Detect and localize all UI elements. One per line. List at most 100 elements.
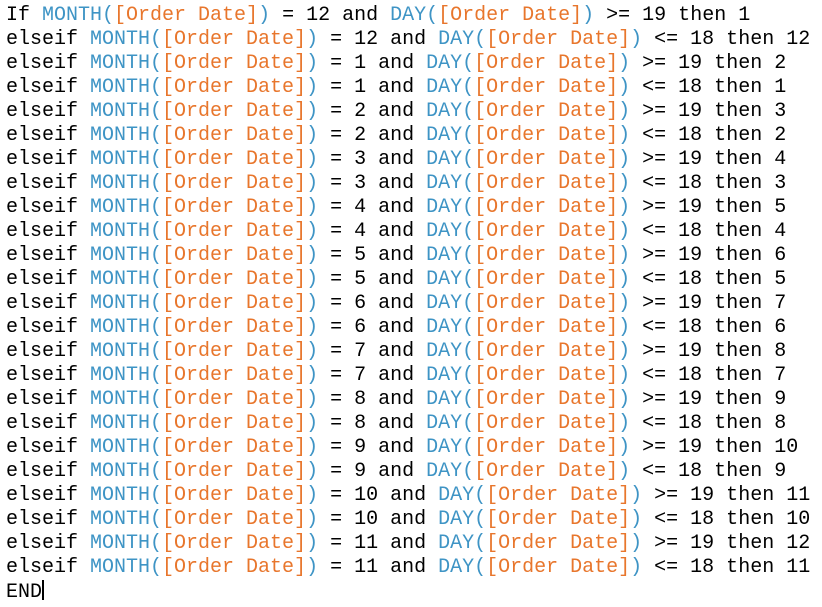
token-text: elseif [6,484,91,507]
code-line: elseif MONTH([Order Date]) = 11 and DAY(… [6,532,822,556]
token-function: ) [306,508,319,531]
token-text: = 12 and [318,28,439,51]
token-function: DAY( [426,268,475,291]
token-text: = 4 and [318,220,427,243]
token-field: [Order Date] [474,76,619,99]
token-function: ) [306,100,319,123]
token-field: [Order Date] [162,340,307,363]
token-text: <= 18 then 11 [642,556,811,579]
token-function: ) [306,436,319,459]
token-text: elseif [6,244,91,267]
token-field: [Order Date] [474,292,619,315]
token-function: DAY( [426,196,475,219]
token-function: DAY( [426,100,475,123]
code-line: elseif MONTH([Order Date]) = 1 and DAY([… [6,52,822,76]
token-function: ) [630,556,643,579]
token-function: DAY( [426,220,475,243]
token-text: = 5 and [318,244,427,267]
token-function: ) [618,220,631,243]
token-text: <= 18 then 9 [630,460,787,483]
token-function: ) [306,532,319,555]
token-field: [Order Date] [162,508,307,531]
token-field: [Order Date] [162,364,307,387]
token-field: [Order Date] [474,340,619,363]
token-function: MONTH( [90,52,163,75]
token-function: DAY( [426,244,475,267]
token-function: DAY( [426,460,475,483]
token-field: [Order Date] [162,220,307,243]
token-function: ) [258,4,271,27]
token-text: = 5 and [318,268,427,291]
code-line: END [6,580,822,604]
token-function: ) [618,412,631,435]
token-field: [Order Date] [162,76,307,99]
token-function: MONTH( [90,124,163,147]
token-field: [Order Date] [162,556,307,579]
token-field: [Order Date] [162,124,307,147]
token-function: DAY( [438,484,487,507]
token-function: ) [618,364,631,387]
token-function: MONTH( [90,556,163,579]
token-function: ) [618,100,631,123]
token-function: ) [582,4,595,27]
token-function: MONTH( [90,28,163,51]
token-function: DAY( [426,364,475,387]
token-function: ) [618,76,631,99]
token-text: elseif [6,268,91,291]
token-text: >= 19 then 10 [630,436,799,459]
token-text: = 3 and [318,172,427,195]
token-field: [Order Date] [474,100,619,123]
token-text: = 1 and [318,76,427,99]
token-function: MONTH( [90,196,163,219]
token-text: = 3 and [318,148,427,171]
code-line: elseif MONTH([Order Date]) = 7 and DAY([… [6,340,822,364]
token-function: MONTH( [90,532,163,555]
code-line: elseif MONTH([Order Date]) = 11 and DAY(… [6,556,822,580]
token-function: ) [306,388,319,411]
token-function: ) [306,484,319,507]
token-text: elseif [6,76,91,99]
token-text: = 11 and [318,556,439,579]
token-field: [Order Date] [438,4,583,27]
code-line: elseif MONTH([Order Date]) = 8 and DAY([… [6,388,822,412]
token-field: [Order Date] [486,556,631,579]
token-function: DAY( [426,76,475,99]
token-text: = 7 and [318,340,427,363]
token-text: = 10 and [318,508,439,531]
token-field: [Order Date] [162,532,307,555]
token-function: DAY( [390,4,439,27]
token-function: ) [306,220,319,243]
token-function: ) [306,196,319,219]
token-text: elseif [6,172,91,195]
token-function: ) [618,436,631,459]
token-text: <= 18 then 5 [630,268,787,291]
token-function: ) [306,148,319,171]
token-text: = 2 and [318,100,427,123]
code-line: elseif MONTH([Order Date]) = 5 and DAY([… [6,244,822,268]
token-text: elseif [6,364,91,387]
token-text: <= 18 then 10 [642,508,811,531]
token-function: ) [306,52,319,75]
token-text: >= 19 then 4 [630,148,787,171]
token-function: MONTH( [90,220,163,243]
code-line: elseif MONTH([Order Date]) = 4 and DAY([… [6,196,822,220]
token-function: ) [306,364,319,387]
token-text: <= 18 then 2 [630,124,787,147]
token-text: >= 19 then 5 [630,196,787,219]
token-field: [Order Date] [474,364,619,387]
token-function: DAY( [426,436,475,459]
token-field: [Order Date] [162,316,307,339]
token-text: <= 18 then 4 [630,220,787,243]
token-text: >= 19 then 1 [594,4,751,27]
token-text: elseif [6,52,91,75]
token-field: [Order Date] [162,412,307,435]
token-function: ) [618,388,631,411]
token-text: If [6,4,43,27]
token-function: MONTH( [90,460,163,483]
token-text: = 11 and [318,532,439,555]
token-text: elseif [6,100,91,123]
token-function: DAY( [438,556,487,579]
token-field: [Order Date] [486,508,631,531]
code-line: elseif MONTH([Order Date]) = 1 and DAY([… [6,76,822,100]
